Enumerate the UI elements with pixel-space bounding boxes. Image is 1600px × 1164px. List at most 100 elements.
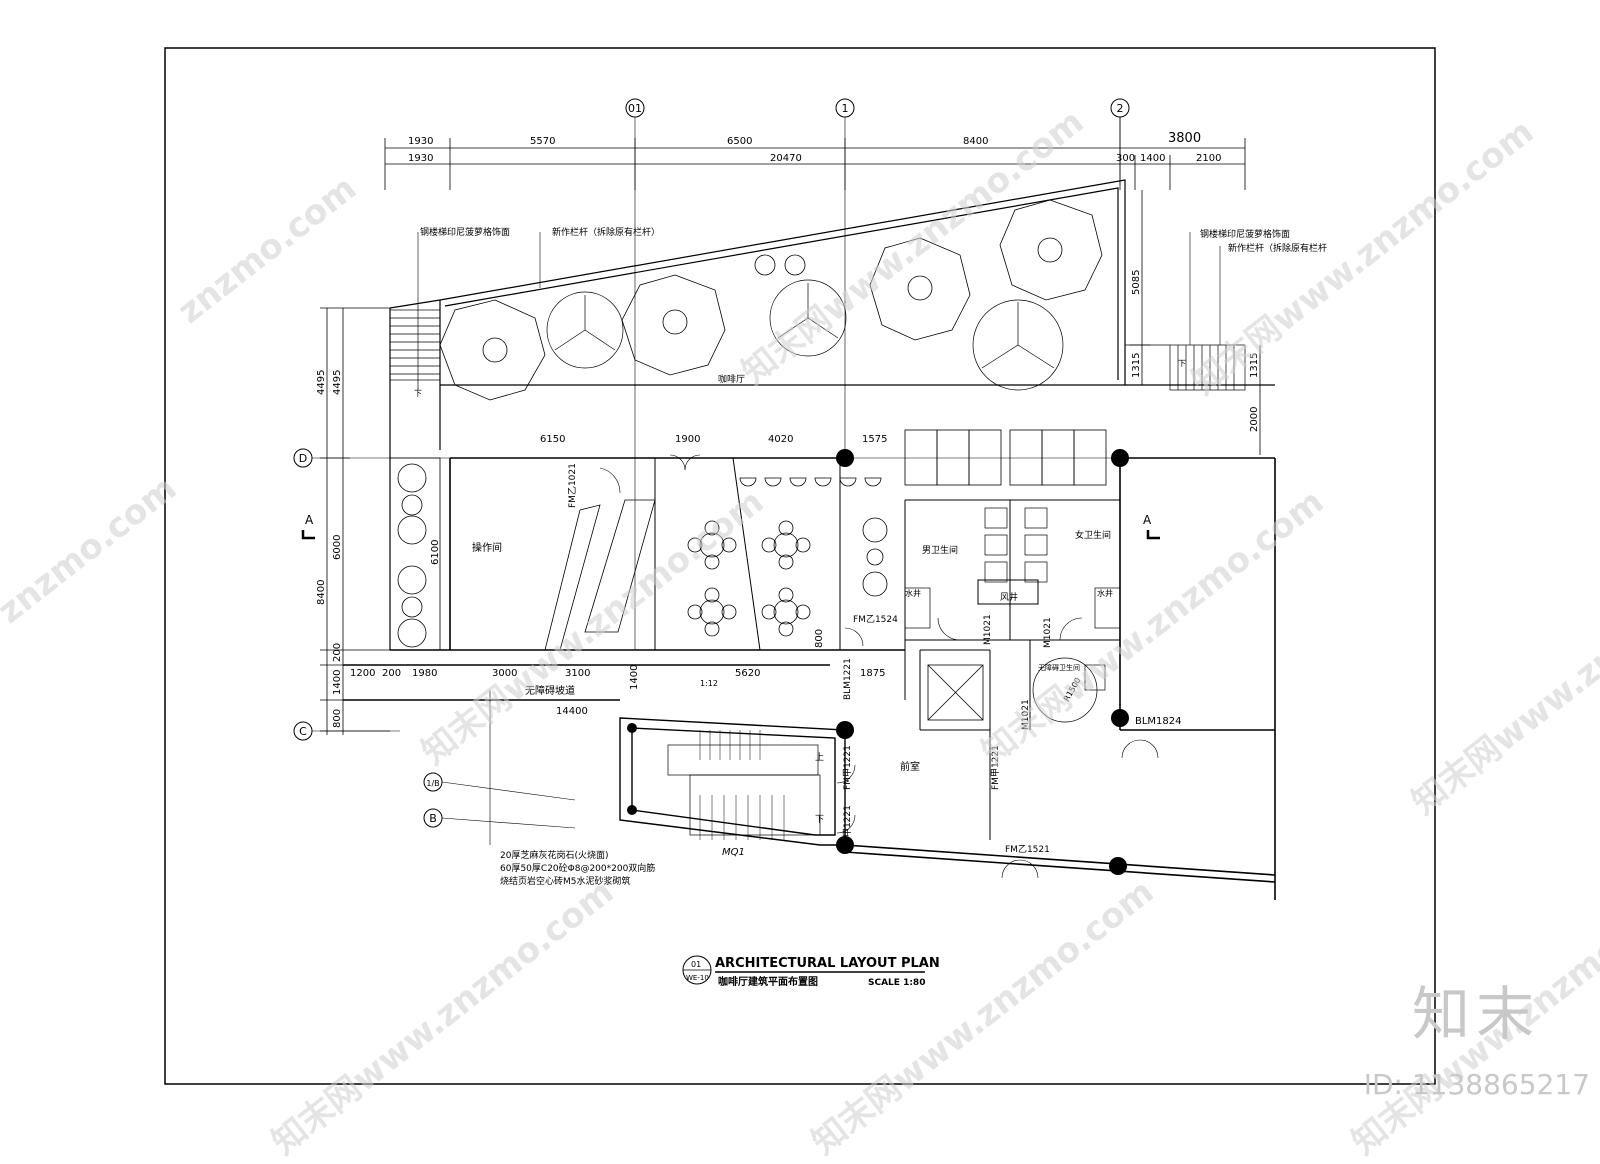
tag-blm-1221: BLM1221 <box>843 658 853 700</box>
trees <box>546 279 1064 391</box>
label-water-left: 水井 <box>905 588 921 598</box>
drawing-number: 01 <box>691 960 701 969</box>
tag-fm-yi-1021: FM乙1021 <box>567 463 578 508</box>
sheet-border <box>164 47 1436 1085</box>
label-down-left: 下 <box>414 389 422 398</box>
label-operation-room: 操作间 <box>472 541 502 554</box>
dim-left-800: 800 <box>332 709 343 728</box>
label-radius: R1500 <box>1062 676 1083 703</box>
booth-seating <box>904 429 1107 486</box>
dim-b-3100: 3100 <box>565 668 590 679</box>
label-shaft: 风井 <box>1000 591 1018 603</box>
note-line-3: 烧结页岩空心砖M5水泥砂浆砌筑 <box>500 875 631 887</box>
grid-d-dims: 6150 1900 4020 1575 6100 <box>430 434 887 565</box>
watermark-id: ID: 1138865217 <box>1363 1068 1590 1101</box>
dim-top-1930b: 1930 <box>408 153 433 164</box>
toilet-fixtures <box>904 507 1121 691</box>
label-cafe: 咖啡厅 <box>718 373 745 385</box>
leader-lines <box>417 232 1221 345</box>
tag-m1021-b: M1021 <box>1043 617 1053 648</box>
dim-top-6500: 6500 <box>727 136 752 147</box>
bottom-dimension-labels: 1200 200 1980 3000 3100 1400 5620 1875 1… <box>350 629 885 717</box>
axis-C: C <box>299 725 307 738</box>
label-womens-wc: 女卫生间 <box>1075 529 1111 541</box>
section-a-right: A <box>1143 513 1152 527</box>
dim-top-8400: 8400 <box>963 136 988 147</box>
watermark-logo: 知末 <box>1411 980 1540 1048</box>
label-rail-right: 新作栏杆（拆除原有栏杆 <box>1228 242 1327 254</box>
dim-top-300: 300 <box>1116 153 1135 164</box>
room-labels: 操作间 男卫生间 女卫生间 风井 水井 水井 无障碍卫生间 R1500 无障碍坡… <box>305 513 1152 858</box>
dim-b-3000: 3000 <box>492 668 517 679</box>
axis-1B: 1/B <box>426 779 439 788</box>
tag-m1021-a: M1021 <box>983 614 993 645</box>
label-water-right: 水井 <box>1097 588 1113 598</box>
label-ramp: 无障碍坡道 <box>525 684 575 697</box>
right-dimensions <box>1130 190 1270 455</box>
label-lobby: 前室 <box>900 760 920 773</box>
dim-d-4020: 4020 <box>768 434 793 445</box>
sheet-number: WE-10 <box>686 974 709 982</box>
door-swings <box>599 454 1159 879</box>
label-stair-tag: MQ1 <box>722 847 745 858</box>
dim-800: 800 <box>814 629 825 648</box>
left-dimensions <box>320 307 390 735</box>
tag-fm-jia-1221-a: FM甲1221 <box>842 745 853 790</box>
tag-fm-jia-1221-b: FM甲1221 <box>842 805 853 850</box>
dim-top-20470: 20470 <box>770 153 802 164</box>
stair-core <box>619 717 846 846</box>
label-up-a: 上 <box>815 752 824 763</box>
label-accessible-wc: 无障碍卫生间 <box>1038 663 1080 672</box>
counter <box>544 499 656 651</box>
structural-columns <box>627 449 1129 875</box>
door-tags: FM乙1021 FM乙1524 BLM1221 FM甲1221 FM甲1221 … <box>567 463 1182 855</box>
tag-fm-yi-1521: FM乙1521 <box>1005 844 1050 855</box>
grid-axes <box>293 98 1130 828</box>
title-block: 01 WE-10 ARCHITECTURAL LAYOUT PLAN 咖啡厅建筑… <box>682 955 940 988</box>
axis-01: 01 <box>628 102 642 115</box>
label-down-a: 下 <box>815 815 824 825</box>
note-line-1: 20厚芝麻灰花岗石(火烧面) <box>500 849 608 861</box>
scale-label: SCALE 1:80 <box>868 978 925 988</box>
floor-note: 20厚芝麻灰花岗石(火烧面) 60厚50厚C20砼Φ8@200*200双向筋 烧… <box>489 690 655 887</box>
lounge-seats-left <box>389 457 441 651</box>
axis-B: B <box>429 812 437 825</box>
label-mens-wc: 男卫生间 <box>922 544 958 556</box>
dim-b-1400: 1400 <box>629 665 640 690</box>
dim-b-1875: 1875 <box>860 668 885 679</box>
label-stair-right: 钢楼梯印尼菠萝格饰面 <box>1200 228 1290 240</box>
top-dimension-labels: 1930 5570 6500 8400 3800 1930 20470 300 … <box>408 131 1221 164</box>
dim-d-6150: 6150 <box>540 434 565 445</box>
grid-axis-labels: 01 1 2 D C 1/B B <box>299 102 1124 825</box>
grid-lines <box>312 117 1121 829</box>
dim-right-5085: 5085 <box>1131 270 1142 295</box>
dim-b-14400: 14400 <box>556 706 588 717</box>
dim-b-200: 200 <box>382 668 401 679</box>
tag-fm-yi-1524: FM乙1524 <box>853 614 898 625</box>
label-rail-left: 新作栏杆（拆除原有栏杆） <box>552 226 660 238</box>
note-line-2: 60厚50厚C20砼Φ8@200*200双向筋 <box>500 862 655 874</box>
dim-b-1980: 1980 <box>412 668 437 679</box>
elevator <box>927 664 984 721</box>
right-dimension-labels: 5085 1315 1315 2000 <box>1131 270 1260 432</box>
top-dimensions <box>384 110 1246 190</box>
section-a-left: A <box>305 513 314 527</box>
dim-top-3800: 3800 <box>1168 131 1201 146</box>
dim-left-4495a: 4495 <box>316 370 327 395</box>
tag-blm-1824: BLM1824 <box>1135 716 1182 727</box>
title-en: ARCHITECTURAL LAYOUT PLAN <box>715 956 940 971</box>
label-stair-left: 钢楼梯印尼菠萝格饰面 <box>420 226 510 238</box>
tag-m1021-c: M1021 <box>1021 699 1031 730</box>
dim-d-1900: 1900 <box>675 434 700 445</box>
axis-1: 1 <box>842 102 849 115</box>
architectural-plan: 1930 5570 6500 8400 3800 1930 20470 300 … <box>164 47 1436 1085</box>
label-down-right: 下 <box>1178 359 1186 368</box>
left-stair <box>389 305 441 390</box>
dim-right-1315b: 1315 <box>1249 353 1260 378</box>
accessible-turning-circle <box>1032 657 1098 723</box>
dim-left-8400: 8400 <box>316 580 327 605</box>
dim-left-6000: 6000 <box>332 535 343 560</box>
label-ramp-slope: 1:12 <box>700 679 718 688</box>
interior-walls <box>654 457 1120 840</box>
axis-2: 2 <box>1117 102 1124 115</box>
